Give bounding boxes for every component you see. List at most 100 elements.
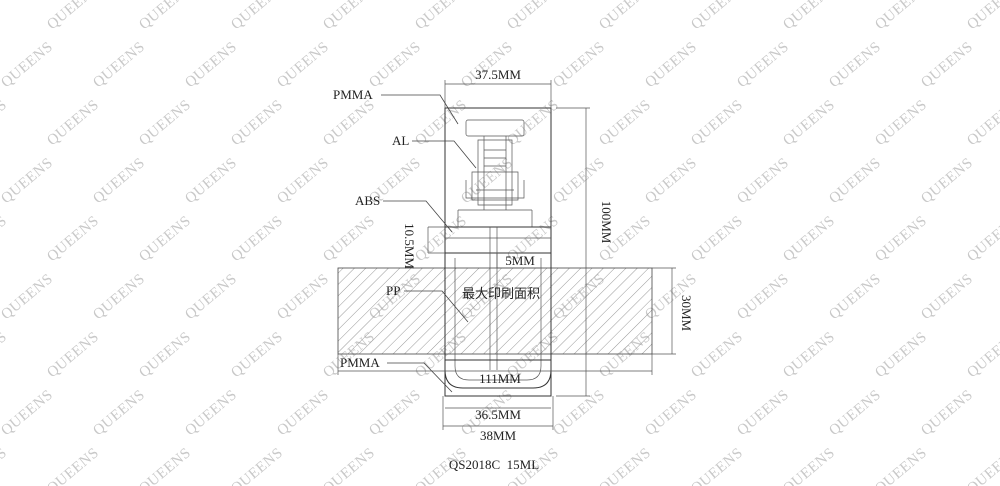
watermark-text: QUEENS <box>964 329 1000 381</box>
watermark-text: QUEENS <box>872 97 930 149</box>
watermark-text: QUEENS <box>596 0 654 33</box>
watermark-text: QUEENS <box>734 155 792 207</box>
watermark-text: QUEENS <box>228 213 286 265</box>
label-print-area: 最大印刷面积 <box>462 287 540 302</box>
watermark-text: QUEENS <box>918 39 976 91</box>
watermark-text: QUEENS <box>90 271 148 323</box>
dim-inner-width: 36.5MM <box>475 407 521 422</box>
watermark-text: QUEENS <box>780 213 838 265</box>
watermark-text: QUEENS <box>964 213 1000 265</box>
watermark-text: QUEENS <box>458 39 516 91</box>
watermark-text: QUEENS <box>780 329 838 381</box>
watermark-text: QUEENS <box>182 387 240 439</box>
watermark-text: QUEENS <box>136 329 194 381</box>
dim-print-width: 111MM <box>479 371 521 386</box>
watermark-text: QUEENS <box>780 0 838 33</box>
watermark-text: QUEENS <box>0 387 56 439</box>
watermark-text: QUEENS <box>550 39 608 91</box>
watermark-text: QUEENS <box>596 445 654 486</box>
bottle-outline <box>444 107 552 397</box>
dim-print-height: 30MM <box>679 295 694 332</box>
watermark-text: QUEENS <box>688 97 746 149</box>
watermark-text: QUEENS <box>274 39 332 91</box>
watermark-text: QUEENS <box>918 271 976 323</box>
label-abs: ABS <box>355 193 380 208</box>
watermark-text: QUEENS <box>0 0 10 33</box>
watermark-text: QUEENS <box>780 445 838 486</box>
watermark-text: QUEENS <box>274 387 332 439</box>
label-pmma-top: PMMA <box>333 87 373 102</box>
watermark-text: QUEENS <box>964 97 1000 149</box>
watermark-text: QUEENS <box>504 0 562 33</box>
watermark-text: QUEENS <box>550 155 608 207</box>
watermark-text: QUEENS <box>872 213 930 265</box>
watermark-text: QUEENS <box>412 0 470 33</box>
watermark-text: QUEENS <box>0 155 56 207</box>
watermark-text: QUEENS <box>182 271 240 323</box>
watermark-text: QUEENS <box>44 97 102 149</box>
watermark-text: QUEENS <box>504 97 562 149</box>
watermark-text: QUEENS <box>826 271 884 323</box>
dim-collar-height: 10.5MM <box>402 223 417 269</box>
watermark-text: QUEENS <box>550 387 608 439</box>
dim-total-height: 100MM <box>599 201 614 244</box>
watermark-text: QUEENS <box>688 0 746 33</box>
print-area-band <box>337 267 653 355</box>
model-caption: QS2018C 15ML <box>449 457 539 472</box>
label-pp: PP <box>386 283 400 298</box>
watermark-text: QUEENS <box>44 445 102 486</box>
watermark-text: QUEENS <box>872 329 930 381</box>
watermark-text: QUEENS <box>826 155 884 207</box>
label-pmma-bottom: PMMA <box>340 355 380 370</box>
watermark-text: QUEENS <box>688 213 746 265</box>
leader-lines <box>381 94 477 393</box>
watermark-text: QUEENS <box>826 387 884 439</box>
watermark-text: QUEENS <box>826 39 884 91</box>
watermark-text: QUEENS <box>0 97 10 149</box>
watermark-text: QUEENS <box>136 97 194 149</box>
watermark-text: QUEENS <box>274 271 332 323</box>
watermark-text: QUEENS <box>780 97 838 149</box>
watermark-text: QUEENS <box>642 387 700 439</box>
watermark-text: QUEENS <box>872 445 930 486</box>
watermark-text: QUEENS <box>320 445 378 486</box>
watermark-text: QUEENS <box>228 445 286 486</box>
watermark-text: QUEENS <box>0 329 10 381</box>
watermark-text: QUEENS <box>642 155 700 207</box>
watermark-text: QUEENS <box>320 0 378 33</box>
watermark-text: QUEENS <box>964 0 1000 33</box>
watermark-text: QUEENS <box>366 387 424 439</box>
watermark-text: QUEENS <box>918 387 976 439</box>
watermark-text: QUEENS <box>734 271 792 323</box>
watermark-text: QUEENS <box>458 155 516 207</box>
watermark-text: QUEENS <box>642 39 700 91</box>
watermark-text: QUEENS <box>918 155 976 207</box>
watermark-text: QUEENS <box>44 329 102 381</box>
watermark-text: QUEENS <box>274 155 332 207</box>
watermark-text: QUEENS <box>136 445 194 486</box>
watermark-text: QUEENS <box>734 39 792 91</box>
watermark-text: QUEENS <box>90 155 148 207</box>
watermark-text: QUEENS <box>596 97 654 149</box>
watermark-text: QUEENS <box>136 213 194 265</box>
watermark-text: QUEENS <box>412 213 470 265</box>
watermark-text: QUEENS <box>228 0 286 33</box>
watermark-text: QUEENS <box>366 39 424 91</box>
watermark-text: QUEENS <box>0 213 10 265</box>
watermark-text: QUEENS <box>964 445 1000 486</box>
watermark-text: QUEENS <box>0 39 56 91</box>
watermark-text: QUEENS <box>182 155 240 207</box>
watermark-text: QUEENS <box>90 387 148 439</box>
watermark-text: QUEENS <box>320 97 378 149</box>
watermark-text: QUEENS <box>0 271 56 323</box>
watermark-text: QUEENS <box>872 0 930 33</box>
watermark-text: QUEENS <box>90 39 148 91</box>
dim-gap: 5MM <box>505 253 535 268</box>
watermark-text: QUEENS <box>688 445 746 486</box>
watermark-text: QUEENS <box>0 445 10 486</box>
watermark-text: QUEENS <box>228 329 286 381</box>
dim-outer-width: 38MM <box>480 428 517 443</box>
watermark-text: QUEENS <box>44 0 102 33</box>
label-al: AL <box>392 133 409 148</box>
